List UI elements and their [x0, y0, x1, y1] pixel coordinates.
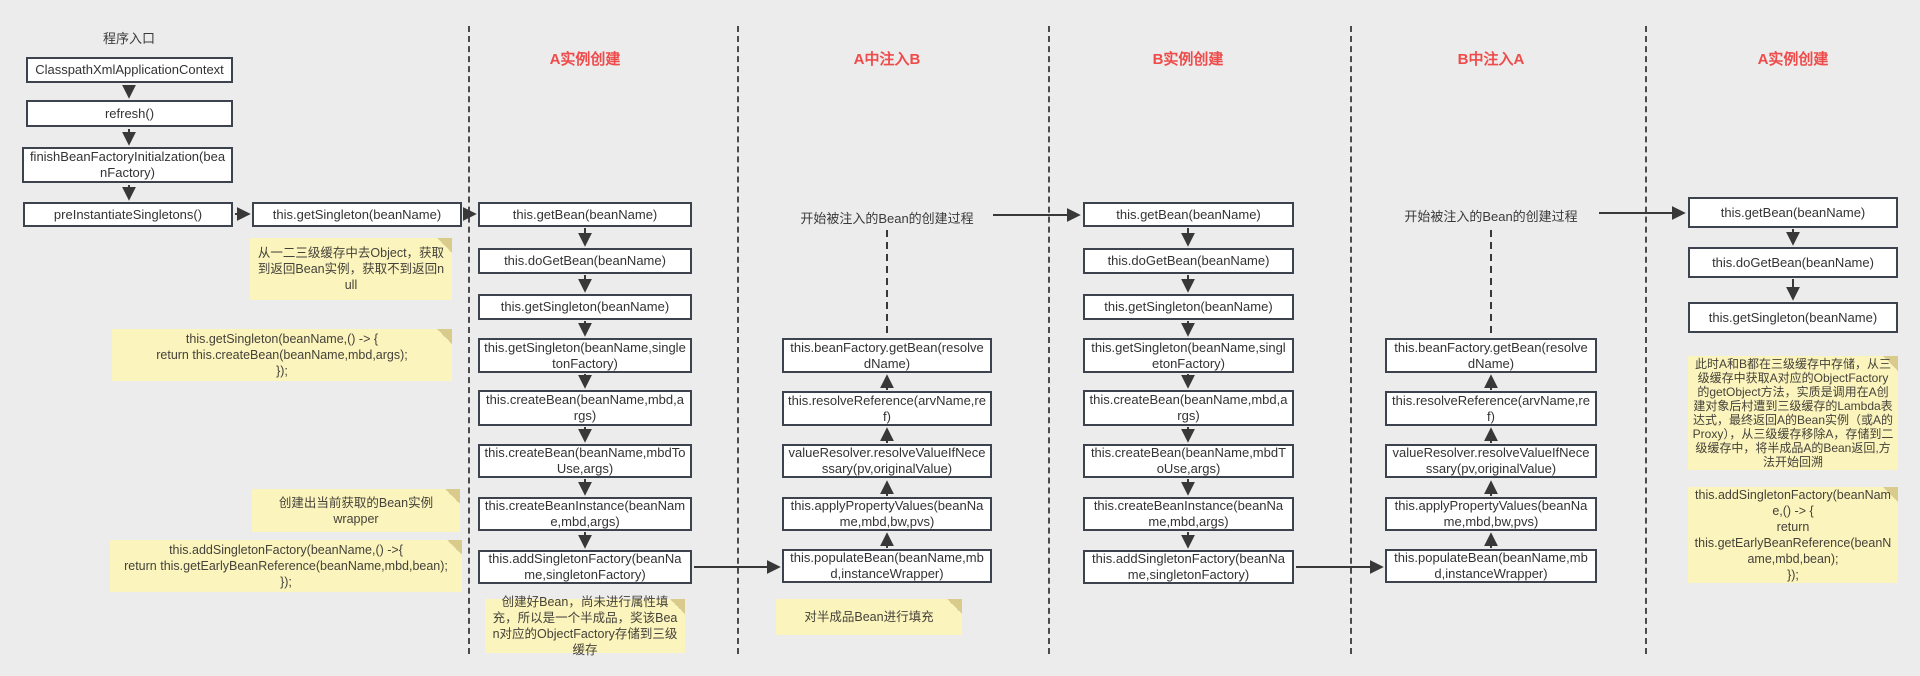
flow-node: this.getSingleton(beanName) — [1688, 302, 1898, 333]
flow-node: this.createBean(beanName,mbd,args) — [1083, 390, 1294, 426]
flow-node: this.populateBean(beanName,mbd,instanceW… — [1385, 549, 1597, 583]
sticky-note-populate-half: 对半成品Bean进行填充 — [776, 599, 962, 635]
note-text: 创建出当前获取的Bean实例 wrapper — [278, 495, 434, 526]
flow-node: this.beanFactory.getBean(resolvedName) — [1385, 338, 1597, 373]
note-fold — [437, 329, 452, 344]
flow-node: ClasspathXmlApplicationContext — [26, 57, 233, 83]
note-fold — [1883, 487, 1898, 502]
flow-node: this.doGetBean(beanName) — [478, 248, 692, 274]
flow-start-label: 开始被注入的Bean的创建过程 — [800, 211, 974, 226]
flow-node: this.createBeanInstance(beanName,mbd,arg… — [1083, 497, 1294, 531]
flow-node: this.createBeanInstance(beanName,mbd,arg… — [478, 497, 692, 531]
sticky-note-third-level-cache: 此时A和B都在三级缓存中存储，从三级缓存中获取A对应的ObjectFactory… — [1688, 356, 1898, 470]
flow-node: this.populateBean(beanName,mbd,instanceW… — [782, 549, 992, 583]
sticky-note-add-singleton-factory-a: this.addSingletonFactory(beanName,() ->{… — [110, 540, 462, 592]
flow-node: this.beanFactory.getBean(resolvedName) — [782, 338, 992, 373]
flow-node: this.applyPropertyValues(beanName,mbd,bw… — [782, 497, 992, 531]
column-header: A中注入B — [853, 51, 921, 68]
sticky-note-half-finished: 创建好Bean，尚未进行属性填充，所以是一个半成品，奖该Bean对应的Objec… — [485, 595, 685, 657]
note-fold — [447, 540, 462, 555]
note-text: this.getSingleton(beanName,() -> { retur… — [156, 332, 408, 378]
flow-node: finishBeanFactoryInitialzation(beanFacto… — [22, 147, 233, 183]
flow-node: this.getBean(beanName) — [1083, 202, 1294, 227]
flow-node: this.createBean(beanName,mbd,args) — [478, 390, 692, 426]
flow-node: this.addSingletonFactory(beanName,single… — [1083, 550, 1294, 584]
flow-node: this.addSingletonFactory(beanName,single… — [478, 550, 692, 584]
flow-node: this.getBean(beanName) — [478, 202, 692, 227]
column-divider — [737, 26, 739, 654]
note-fold — [670, 599, 685, 614]
note-fold — [947, 599, 962, 614]
sticky-note-get-singleton-lambda: this.getSingleton(beanName,() -> { retur… — [112, 329, 452, 381]
flow-node: this.doGetBean(beanName) — [1083, 248, 1294, 274]
flow-node: this.applyPropertyValues(beanName,mbd,bw… — [1385, 497, 1597, 531]
note-fold — [437, 238, 452, 253]
note-text: 从一二三级缓存中去Object，获取到返回Bean实例，获取不到返回null — [257, 246, 445, 292]
flow-node: this.getSingleton(beanName) — [478, 294, 692, 320]
note-text: 创建好Bean，尚未进行属性填充，所以是一个半成品，奖该Bean对应的Objec… — [492, 595, 678, 657]
column-header: B中注入A — [1457, 51, 1525, 68]
flow-node: this.doGetBean(beanName) — [1688, 247, 1898, 278]
column-divider — [468, 26, 470, 654]
sticky-note-bean-wrapper: 创建出当前获取的Bean实例 wrapper — [252, 489, 460, 532]
flow-start-label: 开始被注入的Bean的创建过程 — [1404, 209, 1578, 224]
column-divider — [1048, 26, 1050, 654]
flow-node: this.getSingleton(beanName,singletonFact… — [478, 338, 692, 373]
column-header: A实例创建 — [549, 51, 621, 68]
column-header: B实例创建 — [1152, 51, 1224, 68]
sticky-note-cache-lookup: 从一二三级缓存中去Object，获取到返回Bean实例，获取不到返回null — [250, 238, 452, 300]
column-divider — [1645, 26, 1647, 654]
flow-node: this.getBean(beanName) — [1688, 197, 1898, 228]
note-fold — [1883, 356, 1898, 371]
flow-node: this.getSingleton(beanName,singletonFact… — [1083, 338, 1294, 373]
flow-node: valueResolver.resolveValueIfNecessary(pv… — [1385, 444, 1597, 478]
flow-node: this.resolveReference(arvName,ref) — [782, 391, 992, 426]
flow-node: this.resolveReference(arvName,ref) — [1385, 391, 1597, 426]
note-text: 对半成品Bean进行填充 — [804, 610, 934, 624]
note-text: 此时A和B都在三级缓存中存储，从三级缓存中获取A对应的ObjectFactory… — [1692, 357, 1894, 469]
flow-node: refresh() — [26, 100, 233, 127]
flow-node: valueResolver.resolveValueIfNecessary(pv… — [782, 444, 992, 478]
note-text: this.addSingletonFactory(beanName,() ->{… — [124, 543, 448, 589]
column-header: A实例创建 — [1757, 51, 1829, 68]
flow-node: this.createBean(beanName,mbdToUse,args) — [478, 444, 692, 478]
note-text: this.addSingletonFactory(beanName,() -> … — [1694, 488, 1892, 582]
flow-node: this.getSingleton(beanName) — [252, 202, 462, 227]
note-fold — [445, 489, 460, 504]
sticky-note-add-singleton-factory-b: this.addSingletonFactory(beanName,() -> … — [1688, 487, 1898, 583]
entry-label: 程序入口 — [102, 31, 155, 46]
column-divider — [1350, 26, 1352, 654]
flow-node: this.getSingleton(beanName) — [1083, 294, 1294, 320]
flow-node: this.createBean(beanName,mbdToUse,args) — [1083, 444, 1294, 478]
flow-node: preInstantiateSingletons() — [23, 202, 233, 227]
